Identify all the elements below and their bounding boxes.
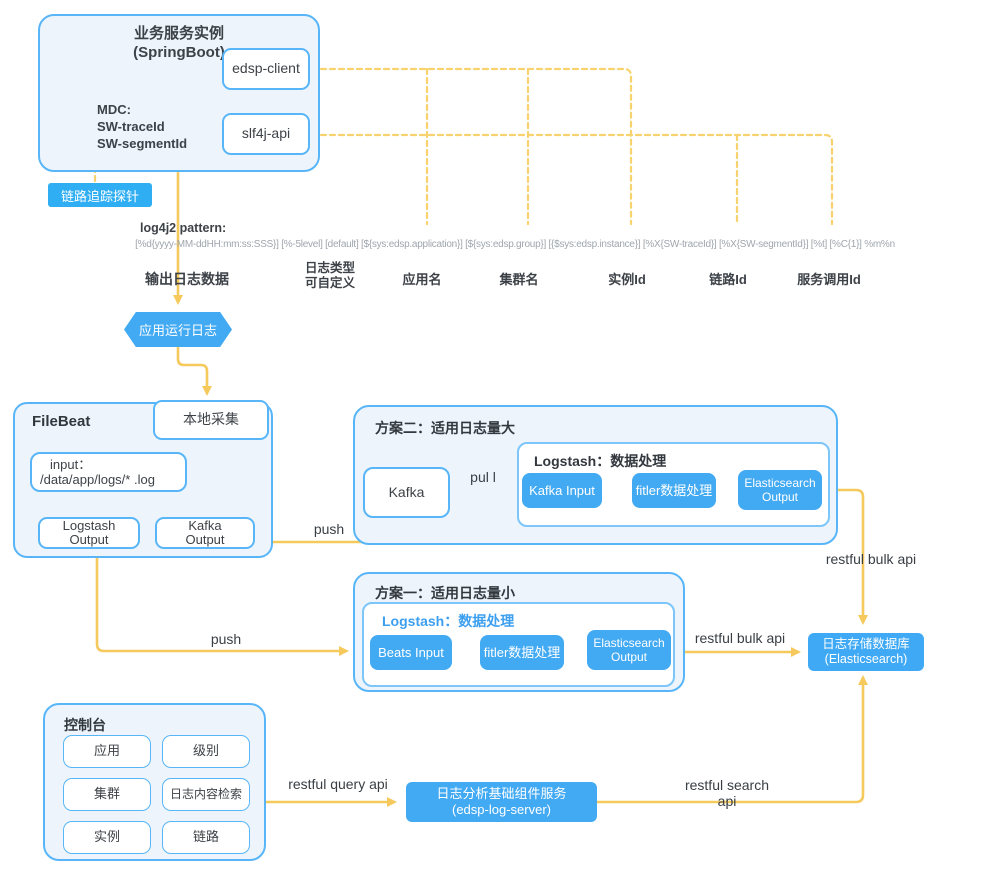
filebeat-input-line2: /data/app/logs/* .log	[40, 472, 155, 487]
mdc-line2: SW-traceId	[97, 119, 165, 134]
log-server-line1: 日志分析基础组件服务	[436, 786, 567, 802]
slf4j-api-node: slf4j-api	[222, 113, 310, 155]
plan2-filter-node: fitler数据处理	[632, 473, 716, 508]
bulk-api-label-plan2: restful bulk api	[825, 551, 917, 567]
kafka-output-node: Kafka Output	[155, 517, 255, 549]
trace-probe-badge: 链路追踪探针	[48, 183, 152, 207]
plan2-filter-label: fitler数据处理	[635, 482, 713, 498]
kafka-node: Kafka	[363, 467, 450, 518]
trace-probe-label: 链路追踪探针	[60, 188, 139, 204]
field-label-instance: 实例Id	[608, 272, 646, 287]
plan2-logstash-title: Logstash：数据处理	[534, 453, 667, 469]
plan2-title: 方案二：适用日志量大	[375, 420, 515, 436]
console-item-app: 应用	[63, 735, 151, 768]
console-title: 控制台	[64, 717, 106, 733]
app-log-label: 应用运行日志	[138, 323, 217, 338]
mdc-text: MDC: SW-traceId SW-segmentId	[97, 101, 187, 152]
edsp-client-node: edsp-client	[222, 48, 310, 90]
plan2-es-line1: Elasticsearch	[744, 475, 816, 490]
local-collect-node: 本地采集	[153, 400, 269, 440]
logstash-output-node: Logstash Output	[38, 517, 140, 549]
springboot-title-line2: (SpringBoot)	[133, 44, 225, 61]
pull-label: pul l	[470, 469, 496, 485]
log-server-node: 日志分析基础组件服务 (edsp-log-server)	[406, 782, 597, 822]
edsp-client-label: edsp-client	[232, 60, 300, 77]
app-log-hexagon: 应用运行日志	[124, 312, 232, 347]
log-pattern-text: [%d{yyyy-MM-ddHH:mm:ss:SSS}] [%-5level] …	[135, 239, 895, 250]
filebeat-title: FileBeat	[32, 413, 91, 430]
kafka-label: Kafka	[388, 483, 425, 500]
logstash-output-line2: Output	[69, 532, 109, 547]
field-label-log-type-line2: 可自定义	[304, 276, 355, 290]
edge-edspclient-route	[310, 67, 633, 226]
field-label-log-type-line1: 日志类型	[304, 261, 355, 275]
local-collect-label: 本地采集	[183, 411, 239, 428]
field-label-cluster: 集群名	[499, 272, 539, 287]
bulk-api-label-plan1: restful bulk api	[694, 630, 786, 646]
kafka-output-line1: Kafka	[188, 517, 222, 533]
edge-slf4j-route	[310, 133, 834, 226]
field-label-segment: 服务调用Id	[797, 272, 861, 287]
edge-plan2-to-store	[820, 488, 868, 625]
plan1-title: 方案一：适用日志量小	[375, 585, 515, 601]
console-item-cluster: 集群	[63, 778, 151, 811]
filebeat-input-node: input： /data/app/logs/* .log	[30, 452, 187, 492]
filebeat-input-line1: input：	[50, 457, 92, 472]
logstash-output-line1: Logstash	[62, 517, 116, 533]
edge-server-to-store	[595, 675, 868, 804]
beats-input-node: Beats Input	[370, 635, 452, 670]
console-item-level: 级别	[162, 735, 250, 768]
plan2-es-line2: Output	[761, 490, 799, 504]
log-pattern-title: log4j2 pattern:	[140, 221, 227, 235]
springboot-title: 业务服务实例 (SpringBoot)	[40, 24, 318, 62]
mdc-line3: SW-segmentId	[97, 136, 188, 151]
field-label-app: 应用名	[402, 272, 442, 287]
search-api-label: restful search api	[684, 777, 770, 809]
beats-input-label: Beats Input	[378, 644, 444, 660]
edge-hex-to-filebeat	[176, 345, 212, 396]
springboot-title-line1: 业务服务实例	[133, 25, 224, 42]
es-store-line1: 日志存储数据库	[822, 637, 910, 651]
plan1-es-output-node: Elasticsearch Output	[587, 630, 671, 670]
push-top-label: push	[313, 521, 345, 537]
log-server-line2: (edsp-log-server)	[452, 802, 551, 817]
field-label-trace: 链路Id	[709, 272, 747, 287]
push-bottom-label: push	[210, 631, 242, 647]
plan1-filter-label: fitler数据处理	[483, 644, 561, 660]
plan1-filter-node: fitler数据处理	[480, 635, 564, 670]
edge-push-bottom	[95, 547, 349, 656]
field-label-log-type: 日志类型 可自定义	[280, 261, 380, 291]
output-log-label: 输出日志数据	[145, 271, 229, 287]
plan2-es-output-node: Elasticsearch Output	[738, 470, 822, 510]
plan1-es-line2: Output	[610, 650, 648, 664]
kafka-input-node: Kafka Input	[522, 473, 602, 508]
kafka-input-label: Kafka Input	[529, 482, 595, 498]
console-item-trace: 链路	[162, 821, 250, 854]
kafka-output-line2: Output	[185, 532, 225, 547]
mdc-line1: MDC:	[97, 102, 131, 117]
es-store-node: 日志存储数据库 (Elasticsearch)	[808, 633, 924, 671]
console-item-instance: 实例	[63, 821, 151, 854]
query-api-label: restful query api	[288, 776, 388, 792]
es-store-line2: (Elasticsearch)	[824, 652, 908, 666]
plan1-es-line1: Elasticsearch	[593, 635, 665, 650]
slf4j-api-label: slf4j-api	[241, 125, 291, 142]
console-item-log-search: 日志内容检索	[162, 778, 250, 811]
plan1-logstash-title: Logstash：数据处理	[382, 613, 515, 629]
